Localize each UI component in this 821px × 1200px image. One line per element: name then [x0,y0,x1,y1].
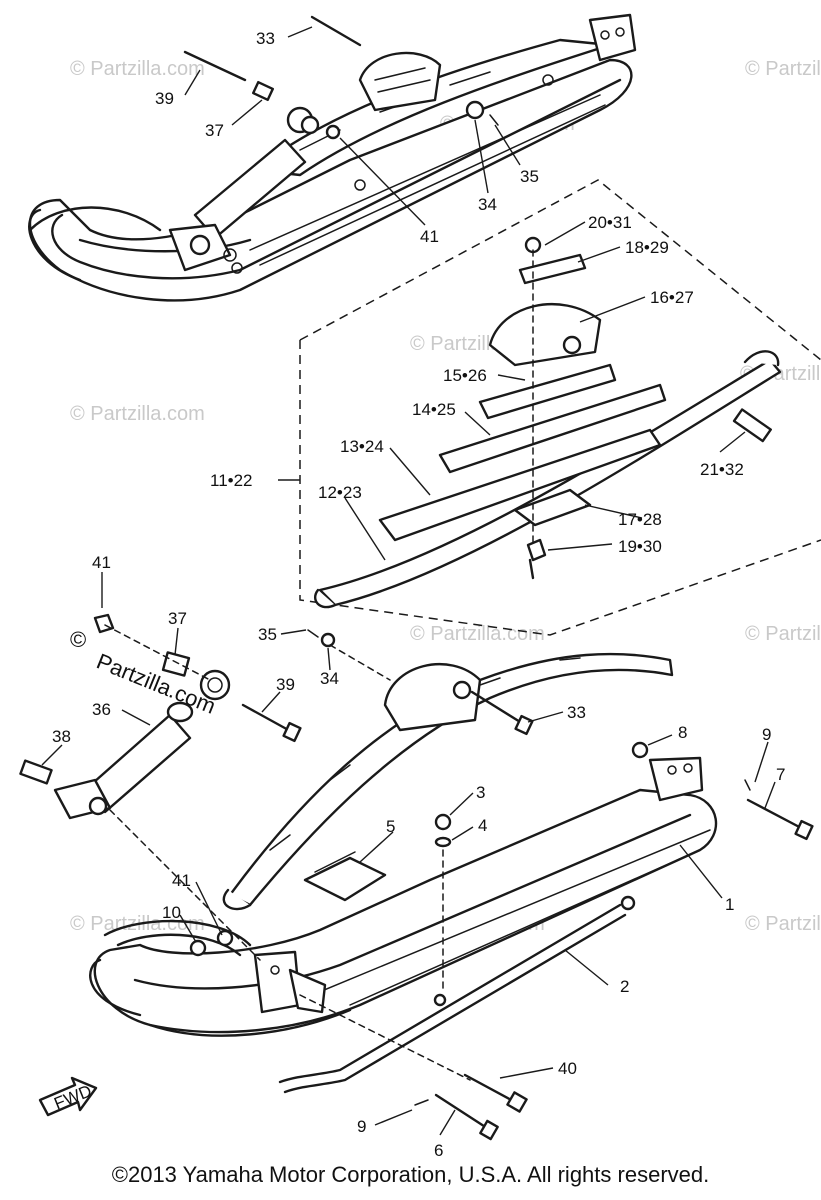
callout-label: 14•25 [412,400,456,419]
watermark: © Partzilla.com [410,623,545,645]
callout-label: 37 [168,609,187,628]
callout-label: 6 [434,1141,443,1160]
watermark-symbol: © [70,627,86,652]
callout-label: 8 [678,723,687,742]
callout-label: 19•30 [618,537,662,556]
callout-label: 34 [320,669,339,688]
bottom-leader-lines [41,572,776,1136]
watermark: © Partzilla.com [745,623,821,645]
callout-labels: 33 39 37 35 34 41 20•31 18•29 16•27 15•2… [52,29,785,1160]
callout-label: 35 [258,625,277,644]
fwd-direction-arrow: FWD [38,1076,98,1117]
callout-label: 35 [520,167,539,186]
callout-label: 16•27 [650,288,694,307]
callout-label: 39 [276,675,295,694]
callout-label: 34 [478,195,497,214]
callout-label: 21•32 [700,460,744,479]
bottom-ski-assembly [19,613,814,1141]
callout-label: 9 [357,1117,366,1136]
callout-label: 20•31 [588,213,632,232]
callout-label: 1 [725,895,734,914]
callout-label: 41 [172,871,191,890]
callout-label: 18•29 [625,238,669,257]
callout-label: 15•26 [443,366,487,385]
callout-label: 33 [256,29,275,48]
callout-label: 41 [92,553,111,572]
callout-label: 17•28 [618,510,662,529]
leaf-spring-exploded-view [299,179,821,636]
watermark: © Partzilla.com [70,403,205,425]
callout-label: 37 [205,121,224,140]
callout-label: 33 [567,703,586,722]
callout-label: 5 [386,817,395,836]
watermark: © Partzilla.com [70,58,205,80]
callout-label: 9 [762,725,771,744]
callout-label: 13•24 [340,437,384,456]
callout-label: 11•22 [210,471,253,490]
callout-label: 38 [52,727,71,746]
fwd-label: FWD [51,1081,94,1113]
callout-label: 36 [92,700,111,719]
callout-label: 39 [155,89,174,108]
callout-label: 10 [162,903,181,922]
callout-label: 7 [776,765,785,784]
watermark: © Partzilla.com [745,58,821,80]
box-leader-lines [278,221,746,561]
callout-label: 40 [558,1059,577,1078]
callout-label: 12•23 [318,483,362,502]
watermark: © Partzilla.com [745,913,821,935]
callout-label: 2 [620,977,629,996]
callout-label: 41 [420,227,439,246]
top-leader-lines [184,26,521,226]
callout-label: 3 [476,783,485,802]
copyright-notice: ©2013 Yamaha Motor Corporation, U.S.A. A… [111,1162,710,1187]
callout-label: 4 [478,816,487,835]
